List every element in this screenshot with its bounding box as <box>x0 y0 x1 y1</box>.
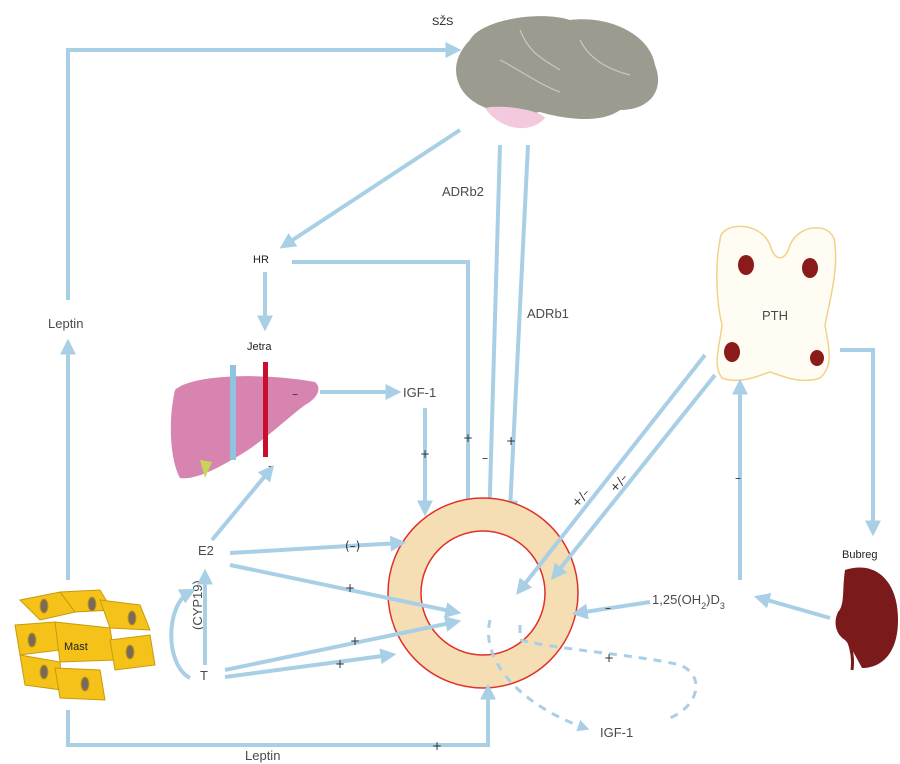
adrb1-label: ADRb1 <box>527 306 569 321</box>
parathyroid-icon <box>716 225 837 382</box>
e2-bone-inhib-sign: (–) <box>345 539 360 553</box>
t-bone-sign-a: + <box>350 634 360 648</box>
adrb2-bone-sign: – <box>482 451 488 465</box>
igf-loop-arrow-out <box>518 625 698 720</box>
vitd-label: 1,25(OH2)D3 <box>652 592 725 611</box>
pth-to-bone-arrow-a <box>516 353 707 596</box>
adrb2-label: ADRb2 <box>442 184 484 199</box>
mast-label: Mast <box>64 641 88 653</box>
leptin-left-label: Leptin <box>48 316 83 331</box>
leptin-to-brain-arrow <box>66 42 462 300</box>
brain-icon <box>456 16 659 129</box>
igf-bone-sign: + <box>420 447 430 461</box>
bubreg-label: Bubreg <box>842 549 877 561</box>
pth-bone-sign-a: +/– <box>569 486 593 510</box>
igf1-bottom-label: IGF-1 <box>600 725 633 740</box>
leptin-to-bone-arrow <box>66 683 496 747</box>
e2-to-liver-arrow <box>210 465 275 542</box>
pth-label: PTH <box>762 308 788 323</box>
leptin-bottom-label: Leptin <box>245 748 280 763</box>
e2-bone-sign: + <box>345 581 355 595</box>
cyp19-arrow <box>169 589 196 680</box>
jetra-label: Jetra <box>247 341 272 353</box>
t-to-bone-arrow-b <box>224 648 397 679</box>
szs-label: SŽS <box>432 15 453 28</box>
adrb2-to-bone-arrow <box>480 144 502 567</box>
igf-loop-arrow-in <box>487 619 590 732</box>
adrb1-to-bone-arrow <box>502 144 530 517</box>
hr-bone-sign: + <box>463 431 473 445</box>
t-to-bone-arrow-a <box>224 616 462 672</box>
liver-out-sign: – <box>292 387 298 401</box>
adrb1-bone-sign: + <box>506 434 516 448</box>
e2-to-bone-arrow <box>229 563 462 618</box>
e2-label: E2 <box>198 543 214 558</box>
pth-to-kidney-arrow <box>840 348 881 537</box>
t-label: T <box>200 668 208 683</box>
pth-to-bone-arrow-b <box>551 373 717 580</box>
brain-to-hr-arrow <box>279 128 462 249</box>
cyp19-label: (CYP19) <box>190 580 205 630</box>
kidney-to-vitd-arrow <box>753 592 831 620</box>
bone-ring <box>387 497 579 689</box>
liver-icon <box>170 362 319 479</box>
kidney-pth-sign: – <box>735 471 741 485</box>
e2-to-bone-inhib-arrow <box>229 535 407 555</box>
hr-to-bone-arrow <box>292 260 476 552</box>
igf-loop-sign: + <box>604 651 614 665</box>
vitd-bone-sign: – <box>605 601 611 615</box>
t-bone-sign-b: + <box>335 657 345 671</box>
kidney-icon <box>835 567 898 671</box>
leptin-bone-sign: + <box>432 739 442 753</box>
vitd-to-bone-arrow <box>571 600 651 620</box>
igf1-top-label: IGF-1 <box>403 385 436 400</box>
hr-label: HR <box>253 254 269 266</box>
fat-cells-icon <box>14 589 156 701</box>
